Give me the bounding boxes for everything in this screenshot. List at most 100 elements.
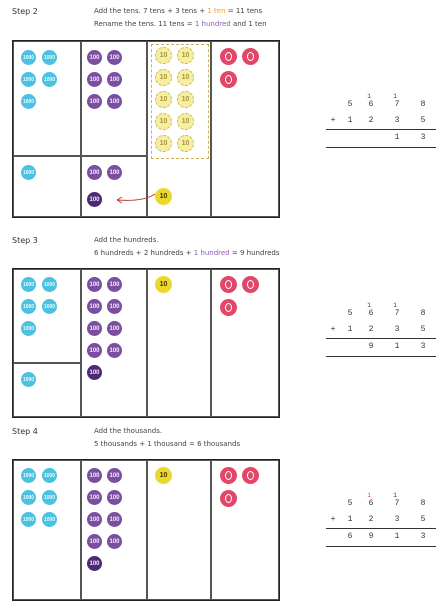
- digit: 7: [392, 499, 402, 508]
- digit: 3: [418, 342, 428, 351]
- step-2-line-2-a: Rename the tens. 11 tens =: [94, 20, 195, 28]
- ten-counter-exchanged: 10: [155, 47, 172, 64]
- step-3-line-1: Add the hundreds.: [94, 236, 159, 244]
- thousand-counter: 1000: [42, 277, 57, 292]
- step-2-line-1-highlight: 1 ten: [207, 7, 225, 15]
- digit: 8: [418, 309, 428, 318]
- thousand-counter: 1000: [21, 468, 36, 483]
- sum-rule-top: [326, 528, 436, 529]
- sum-rule-bottom: [326, 546, 436, 547]
- carry-digit: 1: [364, 302, 374, 309]
- ten-counter-exchanged: 10: [155, 113, 172, 130]
- hundred-counter: 100: [87, 490, 102, 505]
- hundred-counter: 100: [87, 50, 102, 65]
- digit: 1: [345, 515, 355, 524]
- new-hundred-counter: 100: [87, 365, 102, 380]
- one-counter: [242, 48, 259, 65]
- ten-counter-exchanged: 10: [155, 135, 172, 152]
- thousand-counter: 1000: [42, 512, 57, 527]
- step-2-line-2-highlight: 1 hundred: [195, 20, 231, 28]
- digit: 8: [418, 100, 428, 109]
- thousand-counter: 1000: [21, 512, 36, 527]
- digit: 8: [418, 499, 428, 508]
- digit: 1: [345, 116, 355, 125]
- digit: 9: [366, 342, 376, 351]
- ten-counter-exchanged: 10: [155, 69, 172, 86]
- hundred-counter: 100: [87, 165, 102, 180]
- ten-counter-exchanged: 10: [177, 135, 194, 152]
- step-4-column-addition: 1 1 5 6 7 8 + 1 2 3 5 6 9 1 3: [326, 492, 436, 562]
- hundred-counter: 100: [87, 299, 102, 314]
- carry-digit: 1: [390, 492, 400, 499]
- thousand-counter: 1000: [42, 299, 57, 314]
- hundred-counter: 100: [107, 512, 122, 527]
- hundred-counter: 100: [107, 50, 122, 65]
- hundred-counter: 100: [87, 321, 102, 336]
- thousand-counter: 1000: [42, 490, 57, 505]
- carry-digit: 1: [390, 302, 400, 309]
- top-number-row: 5 6 7 8: [326, 499, 436, 509]
- ten-counter: 10: [155, 276, 172, 293]
- hundred-counter: 100: [107, 72, 122, 87]
- step-4-label: Step 4: [12, 427, 38, 436]
- new-hundred-counter: 100: [87, 192, 102, 207]
- hundred-counter: 100: [107, 534, 122, 549]
- digit: 5: [418, 325, 428, 334]
- one-counter: [242, 276, 259, 293]
- digit: 3: [418, 532, 428, 541]
- thousand-counter: 1000: [21, 299, 36, 314]
- sum-rule-top: [326, 338, 436, 339]
- hundred-counter: 100: [107, 299, 122, 314]
- hundred-counter: 100: [107, 490, 122, 505]
- addend-row: + 1 2 3 5: [326, 325, 436, 335]
- hundred-counter: 100: [87, 94, 102, 109]
- step-4-line-1: Add the thousands.: [94, 427, 162, 435]
- ten-counter-exchanged: 10: [177, 91, 194, 108]
- step-4-place-value-board: 1000 1000 1000 1000 1000 1000 100 100 10…: [12, 459, 280, 601]
- thousand-counter: 1000: [21, 321, 36, 336]
- plus-sign: +: [328, 515, 338, 524]
- thousand-counter: 1000: [21, 372, 36, 387]
- thousand-counter: 1000: [21, 94, 36, 109]
- digit: 6: [366, 499, 376, 508]
- hundred-counter: 100: [107, 165, 122, 180]
- digit: 3: [392, 325, 402, 334]
- digit: 5: [345, 499, 355, 508]
- digit: 1: [345, 325, 355, 334]
- digit: 6: [345, 532, 355, 541]
- hundred-counter: 100: [107, 343, 122, 358]
- plus-sign: +: [328, 116, 338, 125]
- digit: 3: [392, 515, 402, 524]
- new-hundred-counter: 100: [87, 556, 102, 571]
- digit: 2: [366, 325, 376, 334]
- plus-sign: +: [328, 325, 338, 334]
- hundred-counter: 100: [107, 321, 122, 336]
- step-3-column-addition: 1 1 5 6 7 8 + 1 2 3 5 9 1 3: [326, 302, 436, 372]
- digit: 7: [392, 309, 402, 318]
- step-3-line-2-a: 6 hundreds + 2 hundreds +: [94, 249, 194, 257]
- result-row: 9 1 3: [326, 342, 436, 352]
- thousands-cell-bottom: [13, 363, 81, 417]
- digit: 3: [418, 133, 428, 142]
- step-2-line-2: Rename the tens. 11 tens = 1 hundred and…: [94, 20, 267, 28]
- one-counter: [220, 71, 237, 88]
- step-2-line-2-b: and 1 ten: [231, 20, 267, 28]
- hundred-counter: 100: [107, 277, 122, 292]
- one-counter: [242, 467, 259, 484]
- thousand-counter: 1000: [42, 50, 57, 65]
- digit: 3: [392, 116, 402, 125]
- ones-cell: [211, 41, 279, 217]
- top-number-row: 5 6 7 8: [326, 309, 436, 319]
- digit: 1: [392, 133, 402, 142]
- result-row: 1 3: [326, 133, 436, 143]
- step-3-label: Step 3: [12, 236, 38, 245]
- hundred-counter: 100: [107, 94, 122, 109]
- ten-counter-exchanged: 10: [177, 47, 194, 64]
- step-2-line-1-b: = 11 tens: [226, 7, 263, 15]
- sum-rule-top: [326, 129, 436, 130]
- one-counter: [220, 48, 237, 65]
- ten-counter: 10: [155, 467, 172, 484]
- one-counter: [220, 467, 237, 484]
- hundred-counter: 100: [87, 343, 102, 358]
- hundred-counter: 100: [87, 512, 102, 527]
